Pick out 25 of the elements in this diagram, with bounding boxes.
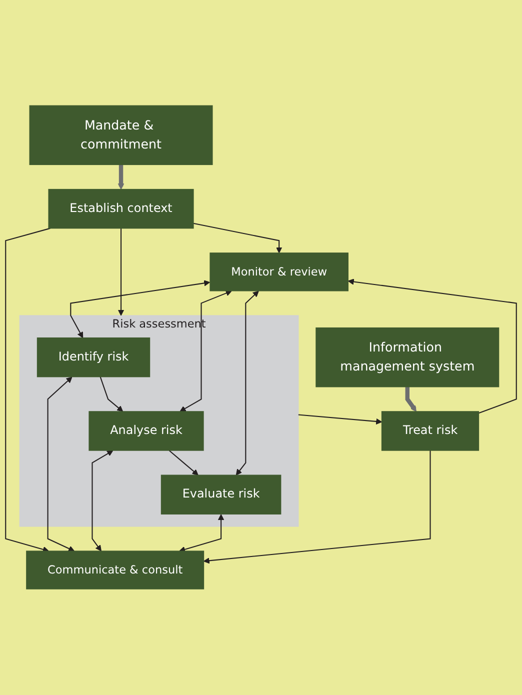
arrow [236, 291, 259, 476]
node-box: Establish context [48, 189, 194, 229]
arrow [70, 280, 210, 338]
node-box: Information management system [316, 328, 500, 388]
arrow [118, 228, 124, 316]
arrow [118, 164, 124, 190]
arrow [47, 376, 75, 552]
node-box: Mandate & commitment [29, 105, 213, 166]
arrow [405, 387, 417, 412]
node-box: Monitor & review [210, 252, 348, 292]
arrow [193, 223, 282, 254]
node-box: Analyse risk [88, 411, 204, 452]
node-box: Identify risk [36, 338, 150, 378]
node-box: Treat risk [381, 411, 480, 452]
node-box: Communicate & consult [26, 550, 204, 590]
arrow [5, 228, 50, 553]
arrow [168, 450, 198, 476]
arrow [100, 376, 124, 412]
arrow [298, 414, 382, 425]
arrow [92, 450, 114, 552]
node-box: Evaluate risk [160, 474, 282, 515]
arrow [203, 450, 431, 564]
arrow [180, 290, 232, 412]
arrow [179, 514, 224, 553]
arrow [348, 278, 517, 414]
